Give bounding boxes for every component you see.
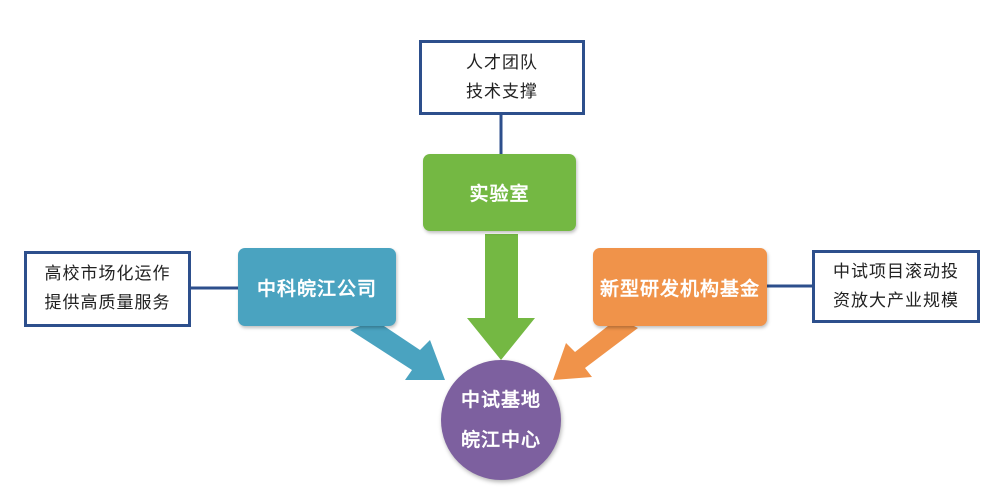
center-node: 中试基地 皖江中心 (441, 360, 561, 480)
center-node-line2: 皖江中心 (460, 429, 541, 451)
lab-node: 实验室 (423, 154, 576, 231)
fund-arrow (553, 318, 638, 380)
fund-node: 新型研发机构基金 (593, 248, 767, 326)
lab-arrow (467, 234, 535, 360)
lab-node-label: 实验室 (469, 183, 530, 205)
company-node-label: 中科皖江公司 (256, 277, 377, 300)
top-note-box: 人才团队 技术支撑 (419, 40, 585, 115)
right-note-line2: 资放大产业规模 (833, 290, 959, 311)
right-note-line1: 中试项目滚动投 (833, 261, 959, 282)
left-note-line2: 提供高质量服务 (44, 293, 171, 313)
top-note-line2: 技术支撑 (466, 81, 538, 102)
center-node-line1: 中试基地 (460, 389, 541, 411)
company-arrow (350, 320, 445, 380)
left-note-line1: 高校市场化运作 (44, 264, 171, 284)
right-note-box: 中试项目滚动投 资放大产业规模 (812, 250, 980, 323)
top-note-line1: 人才团队 (466, 52, 538, 73)
company-node: 中科皖江公司 (238, 248, 396, 326)
fund-node-label: 新型研发机构基金 (599, 277, 760, 300)
left-note-box: 高校市场化运作 提供高质量服务 (24, 251, 191, 327)
